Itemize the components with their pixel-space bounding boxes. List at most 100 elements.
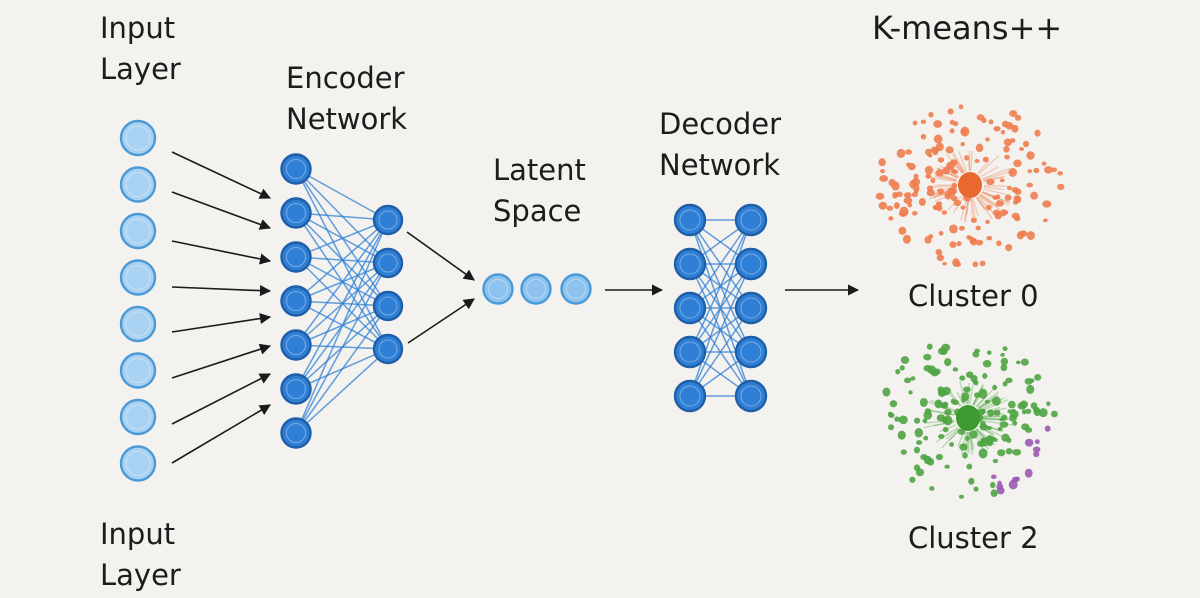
cluster-0-point — [1003, 138, 1012, 147]
cluster-2-point — [968, 477, 975, 485]
decoder-node — [673, 203, 707, 237]
cluster-0-point — [960, 126, 970, 137]
cluster-0-point — [902, 234, 911, 244]
cluster-2-label: Cluster 2 — [908, 521, 1039, 555]
cluster-0-point — [970, 217, 977, 223]
cluster-2-point — [966, 463, 973, 470]
cluster-2-point — [1034, 373, 1042, 381]
encoder-layer-2-nodes — [372, 204, 404, 365]
cluster-2-point — [889, 400, 898, 408]
cluster-0-point — [920, 119, 927, 124]
cluster-2-point — [997, 449, 1006, 457]
cluster-0-point — [1030, 191, 1039, 200]
cluster-2-point — [992, 384, 998, 391]
cluster-0-point — [986, 235, 993, 241]
encoder-node-highlight — [286, 291, 306, 311]
cluster-2-point — [888, 412, 895, 418]
cluster-0-point — [988, 119, 994, 125]
encoder-connection-line — [295, 348, 389, 434]
latent-title-line1: Latent — [493, 153, 586, 187]
cluster-0-point — [1034, 129, 1041, 137]
cluster-0-point — [920, 133, 927, 140]
cluster-0-ray — [982, 170, 1013, 181]
cluster-0-ray — [982, 168, 1010, 180]
decoder-node — [673, 247, 707, 281]
cluster-0-point — [1042, 200, 1052, 208]
encoder-node-highlight — [286, 423, 306, 443]
cluster-2-point — [972, 379, 978, 385]
latent-node — [482, 273, 514, 305]
cluster-2-ray — [978, 399, 994, 410]
cluster-0-ray — [983, 184, 1008, 188]
encoder-node-highlight — [378, 339, 398, 359]
cluster-0-point — [1057, 171, 1063, 176]
cluster-2-point — [1000, 357, 1009, 366]
cluster-2-point — [1012, 448, 1022, 456]
cluster-2-point — [973, 486, 979, 492]
cluster-0-ray — [927, 175, 957, 183]
cluster-2-point — [897, 430, 906, 440]
encoder-node-highlight — [378, 210, 398, 230]
cluster-0-point — [996, 240, 1002, 247]
cluster-0-point — [903, 192, 912, 199]
cluster-0-point — [953, 199, 962, 207]
cluster-0-point — [958, 104, 964, 110]
cluster-0-ray — [972, 198, 979, 216]
cluster-2-point — [999, 421, 1009, 428]
cluster-2-point — [1019, 400, 1029, 408]
cluster-2-point — [933, 368, 941, 375]
cluster-2-point — [949, 442, 955, 447]
cluster-2-point — [1044, 425, 1051, 432]
decoder-node-highlight — [740, 209, 762, 231]
encoder-title-line1: Encoder — [286, 61, 405, 95]
encoder-node-highlight — [286, 247, 306, 267]
cluster-2-point — [959, 375, 966, 381]
decoder-node — [734, 203, 768, 237]
cluster-2-point — [962, 386, 971, 393]
cluster-0-point — [979, 260, 986, 267]
cluster-2-point — [1024, 438, 1034, 447]
cluster-2-scatter — [882, 343, 1058, 499]
encoder-node — [280, 197, 312, 229]
decoder-connection-line — [689, 307, 752, 397]
decoder-node — [673, 335, 707, 369]
cluster-2-point — [980, 438, 989, 447]
cluster-2-point — [958, 494, 965, 499]
cluster-0-point — [933, 120, 943, 128]
cluster-2-centroid — [956, 405, 980, 431]
cluster-0-point — [1013, 159, 1022, 168]
input-node — [119, 119, 157, 157]
cluster-0-point — [1014, 114, 1022, 121]
cluster-2-point — [977, 408, 986, 416]
cluster-0-point — [985, 219, 990, 225]
cluster-0-point — [924, 236, 932, 244]
cluster-0-point — [1026, 182, 1034, 188]
cluster-0-centroid — [958, 172, 982, 198]
decoder-node-highlight — [679, 209, 701, 231]
cluster-0-point — [878, 158, 886, 167]
cluster-0-point — [936, 254, 945, 262]
decoder-node-highlight — [679, 385, 701, 407]
latent-space-nodes — [482, 273, 592, 305]
cluster-2-point — [1002, 381, 1008, 387]
input-node-highlight — [125, 404, 151, 430]
cluster-0-point — [903, 197, 913, 205]
cluster-0-point — [960, 141, 965, 147]
cluster-2-point — [990, 481, 996, 489]
cluster-0-point — [893, 202, 900, 209]
cluster-2-point — [1009, 414, 1017, 422]
decoder-node — [734, 379, 768, 413]
cluster-2-point — [899, 365, 905, 371]
cluster-2-ray — [967, 383, 970, 405]
cluster-0-point — [1022, 140, 1030, 148]
cluster-0-ray — [964, 198, 970, 223]
encoder-node — [280, 417, 312, 449]
cluster-2-point — [923, 435, 929, 441]
cluster-2-ray — [979, 399, 1009, 412]
encoder-node — [280, 285, 312, 317]
cluster-2-ray — [969, 383, 974, 405]
decoder-node-highlight — [740, 297, 762, 319]
cluster-0-point — [1013, 195, 1020, 203]
cluster-2-point — [895, 368, 901, 375]
input-node — [119, 352, 157, 389]
